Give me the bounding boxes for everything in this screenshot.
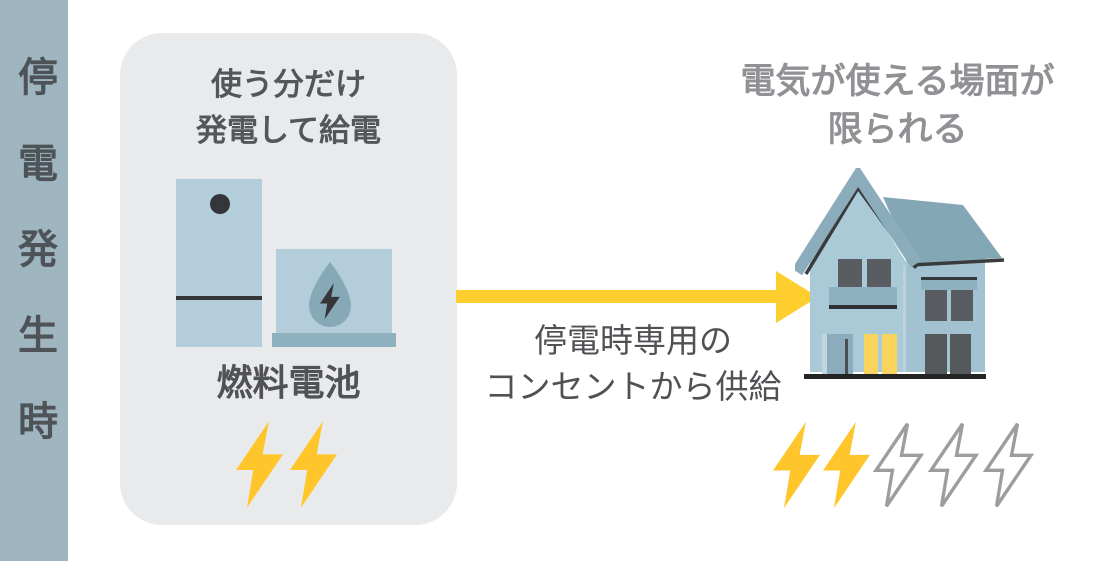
tank-divider-line [176,296,262,300]
garage-door-panel [950,334,971,376]
flow-caption-line2: コンセントから供給 [484,368,782,405]
house-wall-seam [903,265,906,372]
panel-title-line1: 使う分だけ [211,67,366,102]
right-window-header [921,280,977,290]
balcony-edge-line [829,305,897,309]
right-roof-edge-line [910,258,1005,267]
flow-caption-line1: 停電時専用の [534,322,732,359]
entry-door-line [845,339,848,375]
bolt-outline-icon [874,422,923,508]
outcome-title-line1: 電気が使える場面が [740,62,1055,101]
bolt-filled-icon [236,421,283,508]
garage-door-panel [925,334,947,376]
bolt-filled-icon [823,421,870,509]
lit-window-panel [882,334,897,375]
bolt-filled-icon [773,421,820,509]
house-right-roof [883,197,1002,263]
bolt-outline-icon [929,422,978,508]
entry-door [827,334,853,375]
house-illustration [795,168,1005,379]
fuel-cell-base [272,333,396,347]
outage-banner: 停電発生時 [0,0,68,561]
indicator-dot-icon [210,194,230,214]
upper-right-window [925,290,947,321]
supply-arrow-shaft [456,290,778,303]
door-frame-strip [822,334,827,375]
bolt-outline-icon [984,422,1033,508]
panel-title: 使う分だけ 発電して給電 [120,62,457,154]
bolt-filled-icon [290,421,337,508]
outcome-title-line2: 限られる [827,110,968,149]
energy-droplet-icon [309,262,351,327]
balcony [829,287,897,305]
lit-window-panel [864,334,878,375]
house-ground-line [804,374,986,379]
flow-caption: 停電時専用の コンセントから供給 [458,318,808,410]
fuel-cell-tank-unit [176,179,262,347]
outage-banner-label: 停電発生時 [12,56,56,486]
gable-roof-band [795,168,922,276]
panel-title-line2: 発電して給電 [195,113,382,148]
outcome-title: 電気が使える場面が 限られる [715,58,1080,154]
device-label: 燃料電池 [216,362,361,403]
right-window-top-line [921,277,977,280]
upper-right-window [951,290,973,321]
